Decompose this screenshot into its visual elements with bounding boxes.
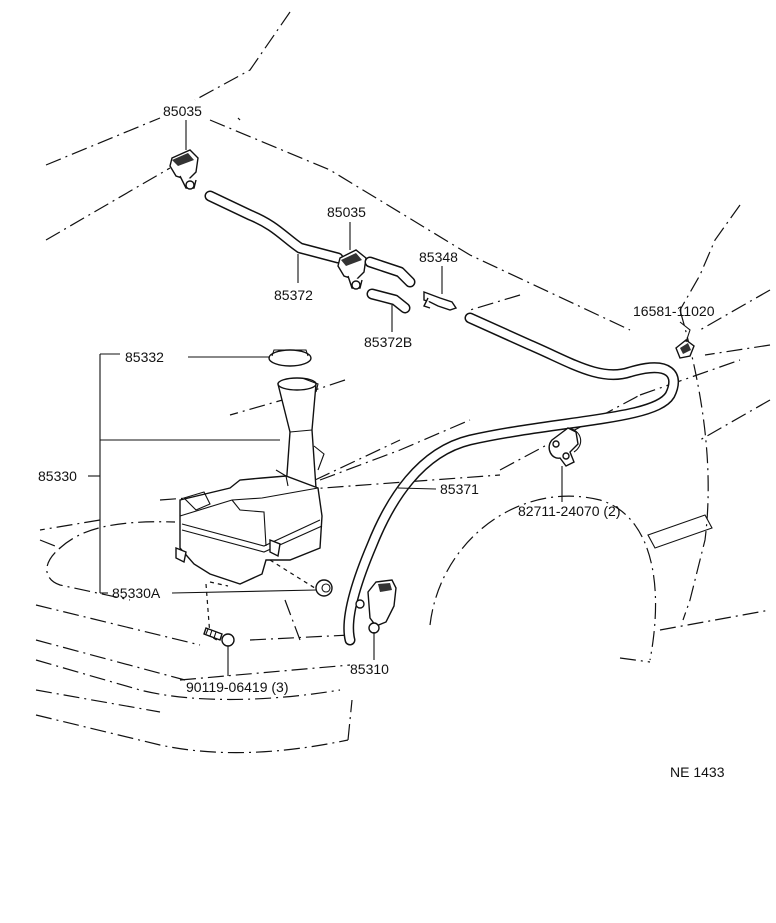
washer-hose-joint-side: [364, 256, 416, 288]
washer-hose-b: [366, 288, 411, 314]
washer-nozzle-right: [337, 249, 367, 290]
label-pump: 85310: [350, 661, 389, 677]
hose-clamp-fender: [548, 427, 582, 467]
tank-grommet: [315, 579, 333, 597]
part-labels: 85035 85035 85372 85348 85372B 16581-110…: [38, 103, 725, 780]
label-nozzle-left: 85035: [163, 103, 202, 119]
washer-tank: [175, 377, 325, 643]
label-hose-long: 85371: [440, 481, 479, 497]
mounting-bolt: [203, 627, 235, 647]
label-bolt: 90119-06419 (3): [186, 679, 288, 695]
hose-clamp-upper: [675, 339, 695, 359]
washer-hose-long: [343, 312, 680, 646]
washer-hose-left: [204, 190, 344, 264]
label-cap: 85332: [125, 349, 164, 365]
washer-pump: [355, 579, 397, 634]
diagram-code: NE 1433: [670, 764, 725, 780]
label-hose-b: 85372B: [364, 334, 412, 350]
label-joint: 85348: [419, 249, 458, 265]
label-tank-inlet: 85330A: [112, 585, 161, 601]
vehicle-body-outline: [35, 11, 771, 754]
hose-joint: [423, 290, 458, 311]
washer-nozzle-left: [169, 149, 199, 190]
label-clamp-fender: 82711-24070 (2): [518, 503, 620, 519]
label-nozzle-right: 85035: [327, 204, 366, 220]
label-clamp-upper: 16581-11020: [633, 303, 715, 319]
label-hose-left: 85372: [274, 287, 313, 303]
label-tank-assy: 85330: [38, 468, 77, 484]
tank-cap: [268, 349, 312, 367]
leader-lines: [88, 120, 691, 676]
